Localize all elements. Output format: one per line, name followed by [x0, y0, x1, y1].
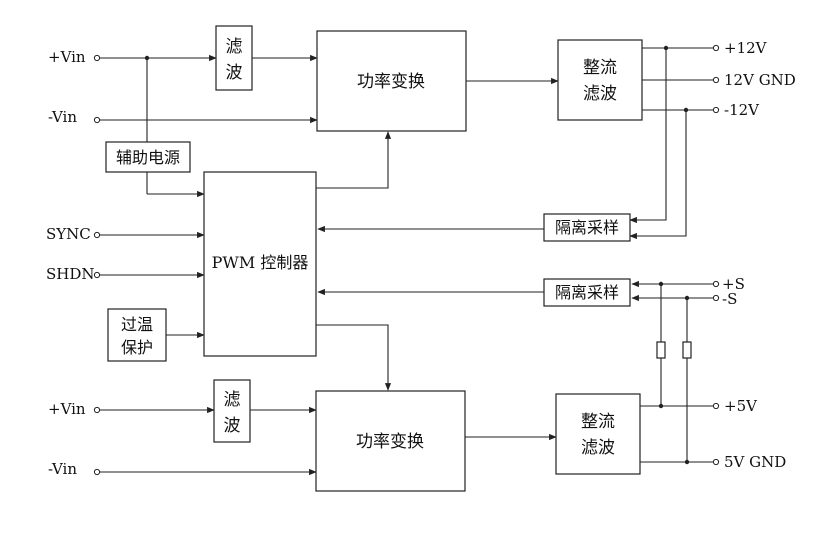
- rect-top-text-2: 滤波: [583, 84, 617, 104]
- sense-pos-label: +S: [722, 275, 745, 293]
- wire-pwm-to-power-top: [316, 131, 392, 189]
- shdn-label: SHDN: [46, 265, 95, 283]
- bottom-vin-neg-label: -Vin: [48, 460, 77, 478]
- gnd12-label: 12V GND: [724, 71, 796, 89]
- pos5-terminal: [712, 402, 720, 410]
- filter-bottom-block: [213, 379, 251, 443]
- power-bottom-block: [315, 390, 466, 492]
- filter-top-text-2: 波: [226, 63, 243, 83]
- sense-neg-terminal: [712, 294, 720, 302]
- neg12-label: -12V: [724, 101, 760, 119]
- rect-bottom-text-2: 滤波: [581, 438, 615, 458]
- filter-bottom-text-1: 滤: [224, 390, 241, 410]
- otp-text-1: 过温: [121, 315, 153, 334]
- wire-pos12-to-iso-top: [629, 48, 667, 224]
- bottom-vin-pos-terminal: [93, 406, 101, 414]
- aux-power-block: [105, 141, 191, 173]
- iso-bottom-text: 隔离采样: [555, 283, 619, 302]
- rect-bottom-block: [555, 393, 641, 475]
- iso-top-block: [543, 213, 631, 242]
- rect-bottom-text-1: 整流: [581, 412, 615, 432]
- pos5-label: +5V: [724, 397, 758, 415]
- sync-label: SYNC: [46, 225, 91, 243]
- iso-top-text: 隔离采样: [555, 218, 619, 237]
- pwm-controller-text: PWM 控制器: [212, 253, 309, 272]
- top-vin-pos-terminal: [93, 54, 101, 62]
- power-top-block: [316, 30, 467, 132]
- rect-top-text-1: 整流: [583, 58, 617, 78]
- top-vin-neg-terminal: [93, 116, 101, 124]
- power-top-text: 功率变换: [357, 72, 425, 92]
- pwm-controller-block: [203, 171, 317, 357]
- sense-neg-label: -S: [722, 290, 737, 308]
- shdn-terminal: [93, 271, 101, 279]
- filter-bottom-text-2: 波: [224, 416, 241, 436]
- rect-top-block: [557, 39, 643, 121]
- pos12-label: +12V: [724, 39, 768, 57]
- junction-dot: [684, 459, 690, 465]
- sync-terminal: [93, 231, 101, 239]
- power-bottom-text: 功率变换: [356, 432, 424, 452]
- top-vin-neg-label: -Vin: [48, 108, 77, 126]
- filter-top-block: [215, 25, 253, 91]
- resistor-sense-neg: [682, 341, 692, 359]
- gnd12-terminal: [712, 76, 720, 84]
- pos12-terminal: [712, 44, 720, 52]
- iso-bottom-block: [543, 278, 631, 307]
- resistor-sense-pos: [656, 341, 666, 359]
- wire-neg12-to-iso-top: [629, 110, 687, 240]
- gnd5-label: 5V GND: [724, 453, 786, 471]
- neg12-terminal: [712, 106, 720, 114]
- bottom-vin-pos-label: +Vin: [48, 400, 86, 418]
- otp-block: [107, 308, 167, 362]
- wire-pwm-to-power-bottom: [316, 324, 392, 391]
- filter-top-text-1: 滤: [226, 37, 243, 57]
- junction-dot: [658, 403, 664, 409]
- otp-text-2: 保护: [121, 338, 153, 357]
- gnd5-terminal: [712, 458, 720, 466]
- top-vin-pos-label: +Vin: [48, 48, 86, 66]
- aux-power-text: 辅助电源: [116, 148, 180, 167]
- bottom-vin-neg-terminal: [93, 468, 101, 476]
- sense-pos-terminal: [712, 280, 720, 288]
